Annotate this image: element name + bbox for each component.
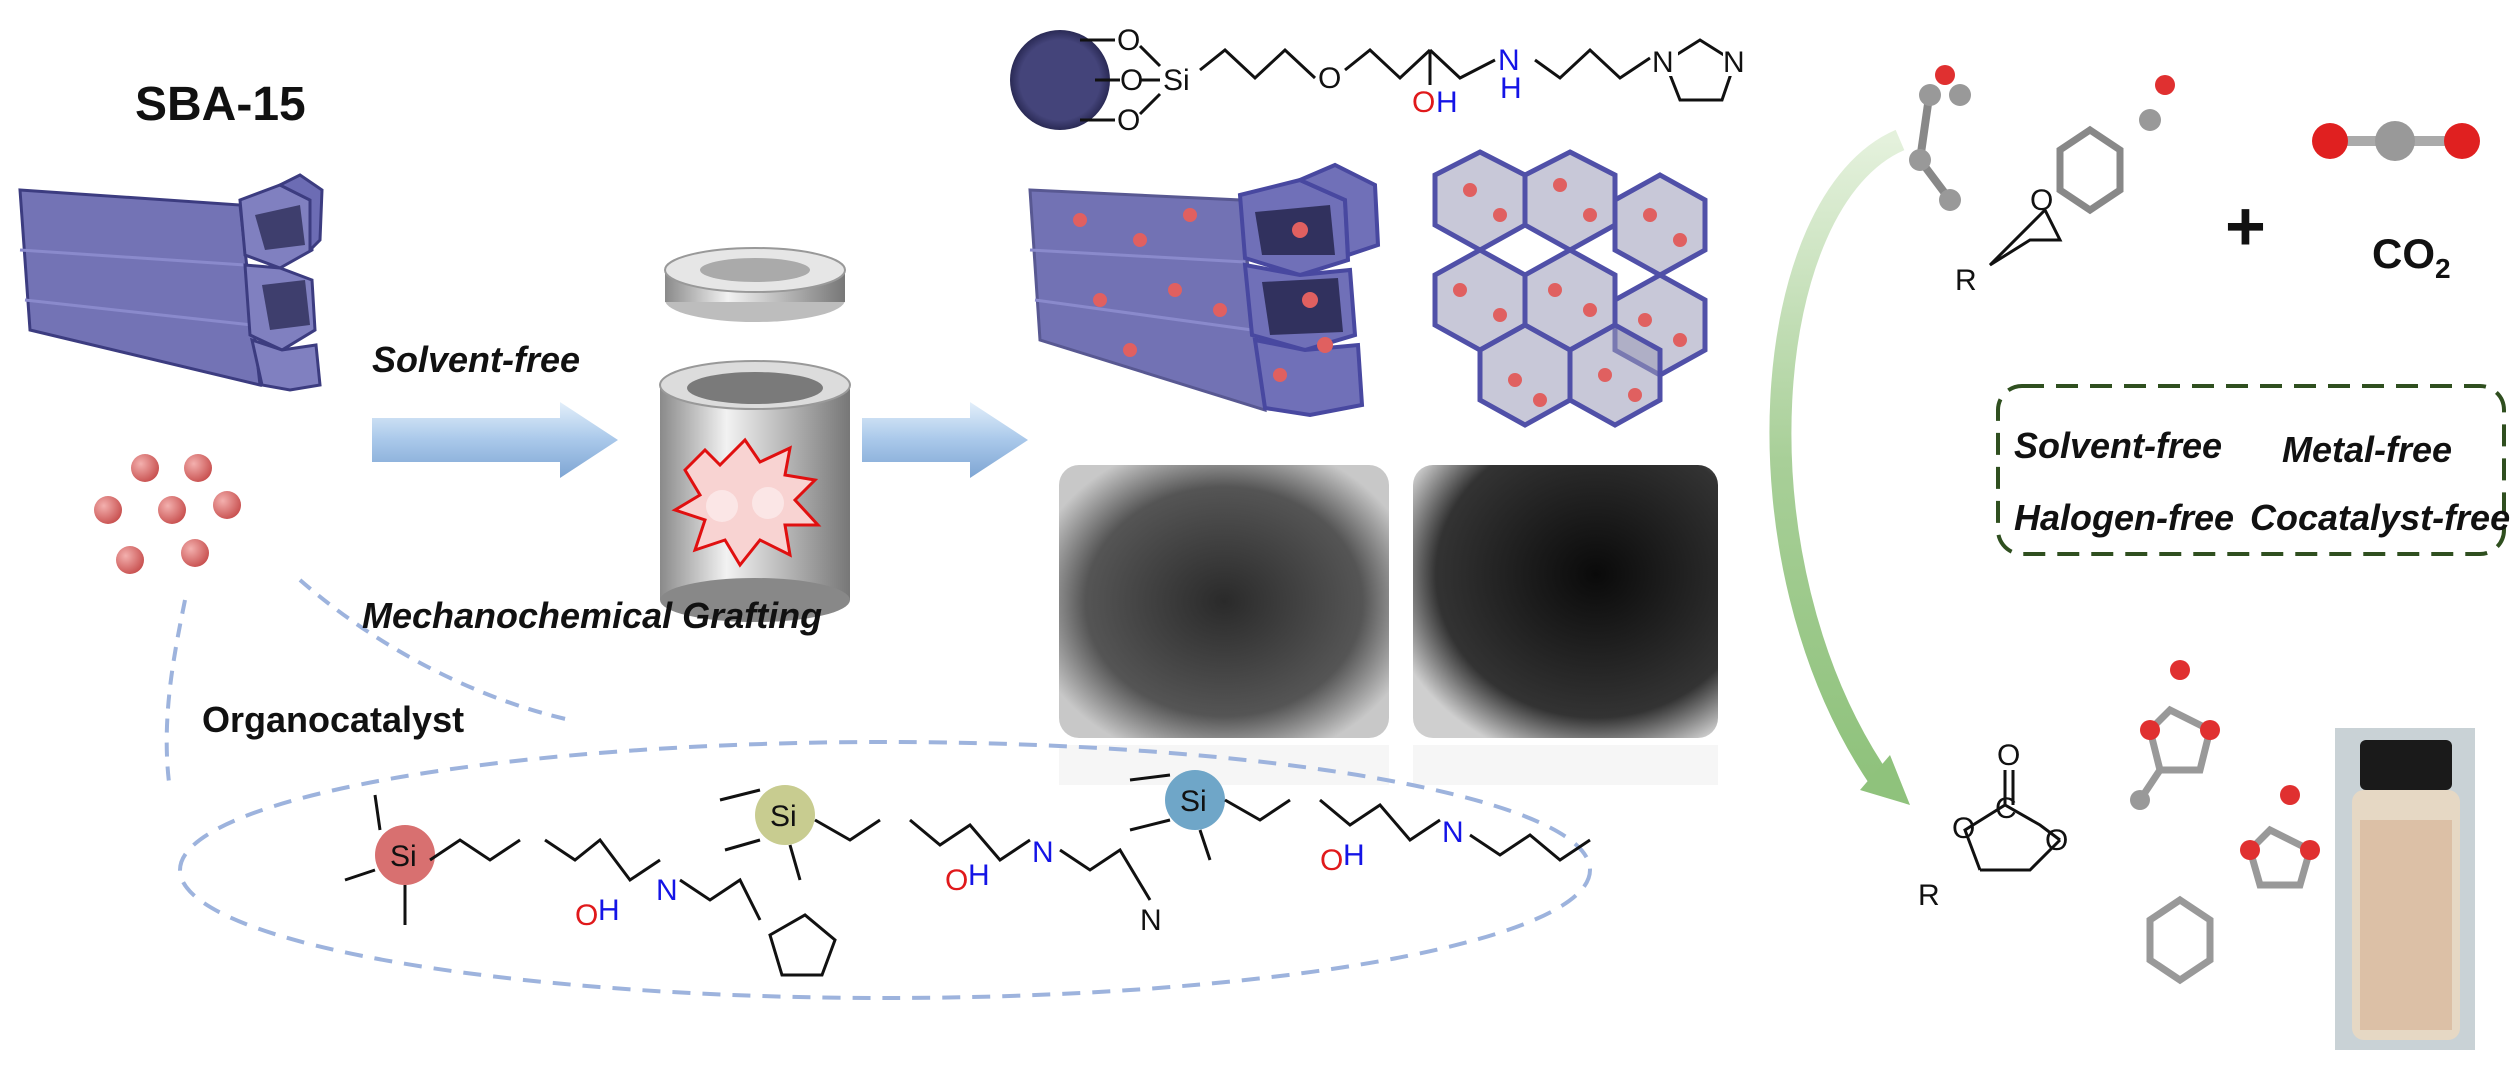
atom-hydroxyl-h: H <box>1343 839 1365 872</box>
catalyst-hexylamine: Si O H N <box>1129 770 1591 877</box>
plus-sign: + <box>2225 187 2266 265</box>
atom-o: O <box>1997 739 2020 772</box>
atom-o: O <box>1952 812 1975 845</box>
organocatalyst-ellipse <box>178 740 1592 1000</box>
tem-reflection-1 <box>1059 745 1389 785</box>
organocatalyst-balls <box>94 454 241 574</box>
carbonate-ball-stick <box>2130 660 2320 985</box>
atom-si: Si <box>770 800 797 833</box>
reaction-arrowhead <box>1860 755 1910 805</box>
co2-label: CO2 <box>2372 230 2451 284</box>
atom-hydroxyl-h: H <box>968 859 990 892</box>
atom-hydroxyl-o: O <box>945 864 968 897</box>
atom-n: N <box>1140 904 1162 937</box>
atom-hydroxyl-o: O <box>1412 86 1435 119</box>
reaction-arc-arrow <box>1769 129 1905 787</box>
atom-hydroxyl-h: H <box>598 894 620 927</box>
catalyst-dimethylamine: Si O H N N <box>719 785 1162 937</box>
sba15-title: SBA-15 <box>135 78 306 131</box>
feature-metal-free: Metal-free <box>2282 429 2452 470</box>
atom-n: N <box>1723 46 1745 79</box>
product-vial-photo <box>2335 728 2475 1050</box>
atom-hydroxyl-h: H <box>1436 86 1458 119</box>
ball-mill-jar <box>659 247 851 622</box>
atom-r: R <box>1955 264 1977 297</box>
atom-o: O <box>1120 64 1143 97</box>
tem-reflection-2 <box>1413 745 1718 785</box>
hexagonal-pore-array <box>1432 149 1708 428</box>
process-arrow-1 <box>372 402 618 478</box>
feature-halogen-free: Halogen-free <box>2014 497 2234 538</box>
functionalized-tube <box>1028 162 1381 418</box>
feature-solvent-free: Solvent-free <box>2014 425 2222 466</box>
atom-n: N <box>656 874 678 907</box>
atom-n: N <box>1032 836 1054 869</box>
atom-h: H <box>1500 72 1522 105</box>
dashed-connector-left <box>164 599 187 791</box>
tem-image-side-view <box>1059 465 1389 738</box>
process-arrow-2 <box>862 402 1028 478</box>
features-box <box>1996 384 2506 556</box>
feature-cocatalyst-free: Cocatalyst-free <box>2250 497 2510 538</box>
atom-o: O <box>1117 24 1140 57</box>
atom-hydroxyl-o: O <box>575 899 598 932</box>
catalyst-imidazole: Si O H N <box>344 794 837 977</box>
atom-n: N <box>1442 816 1464 849</box>
tem-image-end-view <box>1413 465 1718 738</box>
atom-r: R <box>1918 879 1940 912</box>
organocatalyst-label: Organocatalyst <box>202 699 464 740</box>
atom-hydroxyl-o: O <box>1320 844 1343 877</box>
epoxide-ball-stick <box>1909 65 2175 215</box>
atom-c: C <box>1995 792 2017 825</box>
atom-o: O <box>2030 184 2053 217</box>
dashed-connector-right <box>298 578 571 722</box>
solvent-free-label: Solvent-free <box>372 339 580 380</box>
atom-o: O <box>2045 824 2068 857</box>
epoxide-structure: O R <box>1955 184 2063 297</box>
atom-si: Si <box>390 840 417 873</box>
atom-n: N <box>1652 46 1674 79</box>
atom-o: O <box>1318 62 1341 95</box>
atom-si: Si <box>1163 64 1190 97</box>
sba15-tube-bundle <box>18 173 324 392</box>
cyclic-carbonate-structure: O C O O R <box>1918 739 2068 912</box>
atom-si: Si <box>1180 785 1207 818</box>
grafted-silica-molecule: O O O Si O O H N H N N <box>1010 24 1749 137</box>
atom-n: N <box>1498 44 1520 77</box>
mechanochemical-grafting-label: Mechanochemical Grafting <box>362 595 822 636</box>
atom-o: O <box>1117 104 1140 137</box>
co2-molecule <box>2312 121 2480 161</box>
